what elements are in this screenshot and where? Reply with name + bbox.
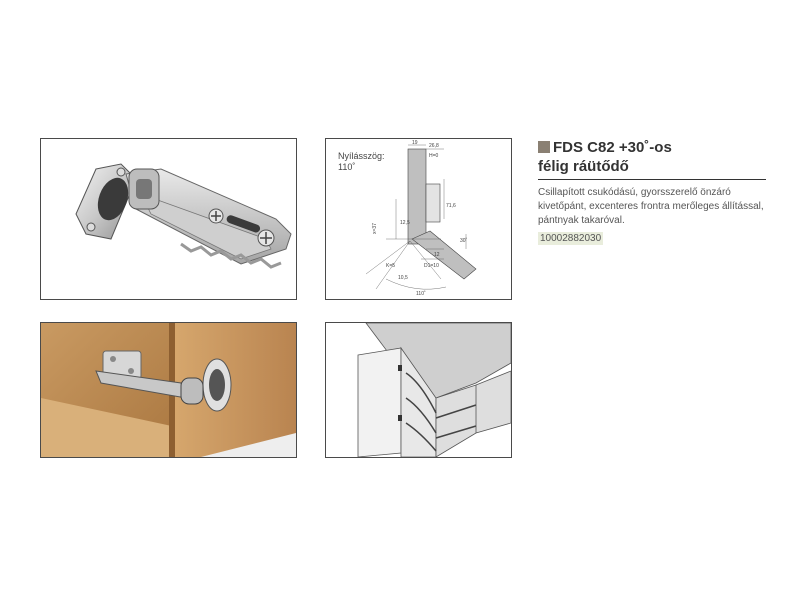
dim-26-8: 26,8: [429, 143, 439, 149]
installed-hinge-photo-frame: [40, 322, 297, 458]
corner-cabinet-illustration-frame: [325, 322, 512, 458]
installed-hinge-photo: [41, 323, 296, 457]
opening-angle-label: Nyílásszög: 110˚: [338, 151, 385, 173]
dim-k5: K=5: [386, 263, 395, 269]
corner-cabinet-illustration: [357, 323, 511, 457]
dim-10-5: 10,5: [398, 275, 408, 281]
title-divider: [538, 179, 766, 180]
product-image-frame: [40, 138, 297, 300]
dim-d1: D1=10: [424, 263, 439, 269]
product-code: 10002882030: [538, 232, 604, 245]
dim-x37: x=37: [372, 223, 378, 234]
hinge-dimension-drawing: 19 26,8 H=0 71,6 x=37 12,5 30˚ K=5 12 D1…: [365, 140, 477, 297]
dim-30-deg: 30˚: [460, 237, 468, 244]
dim-71-6: 71,6: [446, 203, 456, 209]
dim-h0: H=0: [429, 153, 439, 159]
opening-angle-value: 110˚: [338, 162, 356, 172]
product-title-line-1: FDS C82 +30˚-os: [538, 138, 768, 157]
dim-12-5: 12,5: [400, 220, 410, 226]
opening-angle-caption: Nyílásszög:: [338, 151, 385, 161]
product-title-line-2: félig ráütődő: [538, 158, 629, 175]
dim-110-deg: 110˚: [416, 290, 426, 297]
dim-19: 19: [412, 140, 418, 146]
technical-diagram-frame: Nyílásszög: 110˚ 19 26,8 H=0 71,6 x=37: [325, 138, 512, 300]
product-info: FDS C82 +30˚-os félig ráütődő Csillapíto…: [538, 138, 768, 246]
dim-12: 12: [434, 252, 440, 258]
product-description: Csillapított csukódású, gyorsszerelő önz…: [538, 187, 764, 226]
hinge-product-image: [75, 163, 292, 269]
title-bullet-icon: [538, 141, 550, 153]
product-title-text: FDS C82 +30˚-os: [553, 139, 672, 156]
